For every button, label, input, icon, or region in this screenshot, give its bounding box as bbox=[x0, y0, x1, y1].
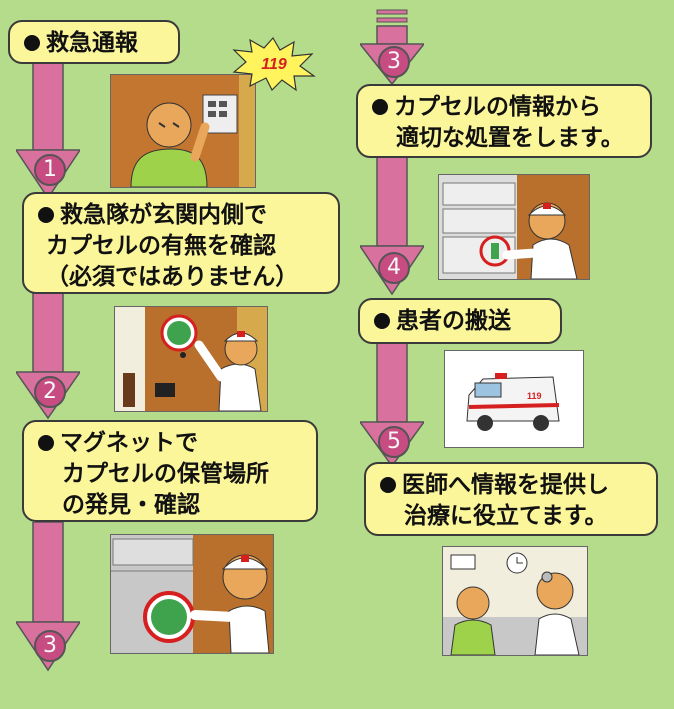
phone-call-drawing bbox=[111, 75, 255, 187]
step-5-line-1: 治療に役立てます。 bbox=[404, 503, 608, 529]
step-box-transport: 患者の搬送 bbox=[358, 298, 562, 344]
bullet-dot bbox=[372, 99, 388, 115]
step-number-2: 2 bbox=[34, 376, 66, 408]
step-number-1: 1 bbox=[34, 154, 66, 186]
bullet-dot bbox=[380, 477, 396, 493]
bullet-dot bbox=[24, 35, 40, 51]
bullet-dot bbox=[374, 313, 390, 329]
burst-119-text: 119 bbox=[261, 56, 287, 73]
step-5-line-0: 医師へ情報を提供し bbox=[402, 472, 609, 498]
step-2-line-0: マグネットで bbox=[60, 430, 198, 456]
ambulance-drawing: 119 bbox=[445, 351, 583, 447]
step-number-3-left: 3 bbox=[34, 630, 66, 662]
step-box-treatment: カプセルの情報から 適切な処置をします。 bbox=[356, 84, 652, 158]
step-box-doctor: 医師へ情報を提供し 治療に役立てます。 bbox=[364, 462, 658, 536]
step-number-5: 5 bbox=[378, 426, 410, 458]
step-1-line-1: カプセルの有無を確認 bbox=[46, 233, 276, 259]
step-3-line-1: 適切な処置をします。 bbox=[396, 125, 624, 151]
step-2-line-1: カプセルの保管場所 bbox=[62, 461, 269, 487]
step-4-line-0: 患者の搬送 bbox=[396, 308, 511, 334]
step-box-magnet: マグネットで カプセルの保管場所 の発見・確認 bbox=[22, 420, 318, 522]
step-box-check-entrance: 救急隊が玄関内側で カプセルの有無を確認 （必須ではありません） bbox=[22, 192, 340, 294]
entrance-drawing bbox=[115, 307, 267, 411]
step-number-4: 4 bbox=[378, 252, 410, 284]
doctor-drawing bbox=[443, 547, 587, 655]
fridge-drawing bbox=[111, 535, 273, 653]
illustration-ambulance: 119 bbox=[444, 350, 584, 448]
step-1-line-0: 救急隊が玄関内側で bbox=[60, 202, 267, 228]
illustration-entrance-check bbox=[114, 306, 268, 412]
treatment-drawing bbox=[439, 175, 589, 279]
step-1-line-2: （必須ではありません） bbox=[46, 264, 299, 290]
illustration-phone-call bbox=[110, 74, 256, 188]
step-box-emergency-call: 救急通報 bbox=[8, 20, 180, 64]
bullet-dot bbox=[38, 207, 54, 223]
ambulance-119-text: 119 bbox=[527, 391, 542, 401]
bullet-dot bbox=[38, 435, 54, 451]
step-0-line-0: 救急通報 bbox=[46, 30, 138, 56]
illustration-treatment bbox=[438, 174, 590, 280]
burst-119-icon: 119 bbox=[232, 36, 316, 92]
illustration-doctor bbox=[442, 546, 588, 656]
step-number-3-right: 3 bbox=[378, 46, 410, 78]
illustration-fridge-magnet bbox=[110, 534, 274, 654]
step-3-line-0: カプセルの情報から bbox=[394, 94, 601, 120]
step-2-line-2: の発見・確認 bbox=[62, 492, 200, 518]
